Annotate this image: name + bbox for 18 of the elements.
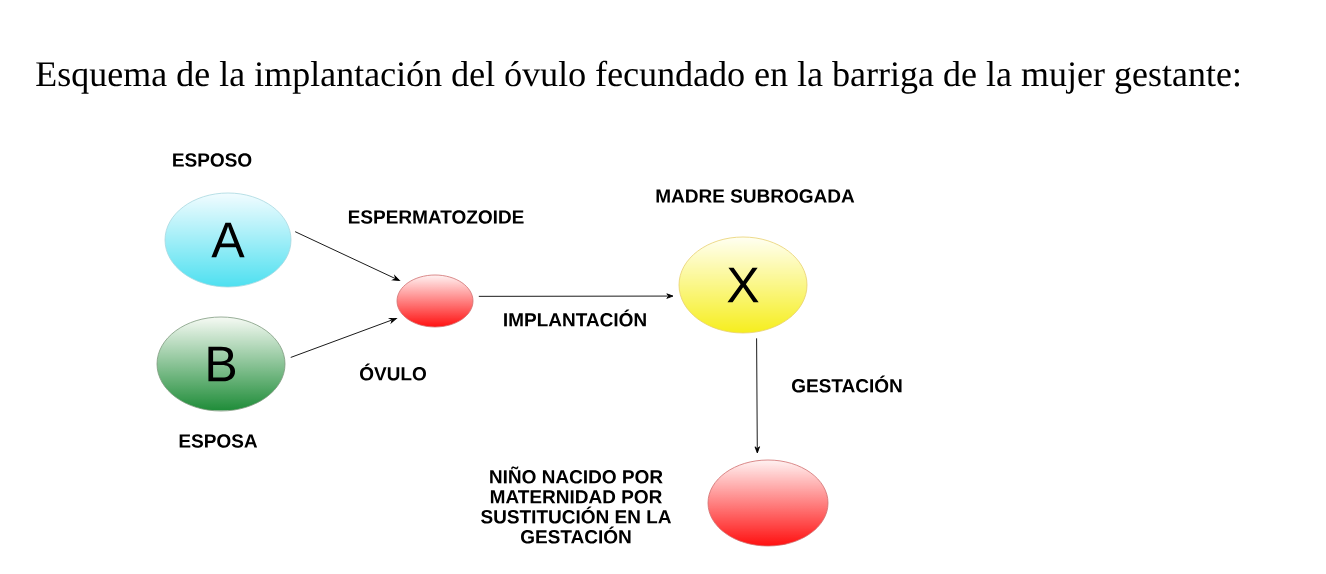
node-caption: MADRE SUBROGADA — [656, 189, 855, 203]
arrow — [294, 231, 400, 281]
arrow — [290, 317, 397, 358]
edge-label: IMPLANTACIÓN — [501, 308, 649, 328]
letter-oval: X — [678, 236, 808, 334]
edge-label: ESPERMATOZOIDE — [346, 209, 526, 225]
arrow — [754, 337, 760, 454]
node-caption: ESPOSO — [173, 153, 252, 167]
oval — [707, 459, 829, 547]
title: Esquema de la implantación del óvulo fecundado en la barriga de la mujer gestante: — [36, 60, 1240, 94]
node-caption: NIÑO NACIDO POR MATERNIDAD POR SUSTITUCIÓN EN LA GESTACIÓN — [481, 466, 671, 544]
letter-oval: A — [164, 192, 292, 288]
letter-oval: B — [156, 316, 286, 412]
edge-label: GESTACIÓN — [790, 374, 904, 394]
arrow — [478, 293, 674, 299]
node-caption: ESPOSA — [179, 434, 258, 448]
edge-label: ÓVULO — [358, 362, 428, 382]
oval — [396, 274, 474, 328]
